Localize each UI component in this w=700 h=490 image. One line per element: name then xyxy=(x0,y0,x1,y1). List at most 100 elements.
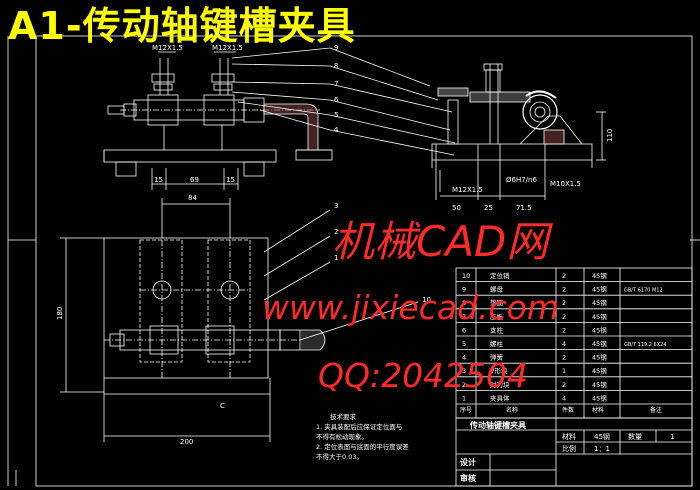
dim-side-50: 50 xyxy=(452,204,461,212)
dim-side-25: 25 xyxy=(484,204,493,212)
dim-side-m12: M12X1.5 xyxy=(452,186,483,194)
hdr-name: 名称 xyxy=(506,406,518,414)
leader-9: 9 xyxy=(334,44,338,52)
dim-180: 180 xyxy=(56,307,64,320)
parts-cell-qty: 2 xyxy=(562,286,566,294)
parts-table: 10 定位销 2 45钢 9 螺母 2 45钢 GB/T 6170 M12 8 垫圈 2 45钢 7 压板 2… xyxy=(462,271,667,402)
leader-8: 8 xyxy=(334,62,338,70)
parts-cell-qty: 2 xyxy=(562,299,566,307)
parts-cell-name: 压板 xyxy=(490,312,504,321)
label-c: C xyxy=(220,402,225,410)
parts-cell-no: 3 xyxy=(462,367,466,375)
parts-cell-no: 2 xyxy=(462,381,466,389)
hdr-no: 序号 xyxy=(460,406,472,414)
parts-cell-no: 8 xyxy=(462,299,466,307)
parts-cell-material: 45钢 xyxy=(592,299,607,307)
tb-scale-value: 1：1 xyxy=(594,445,610,453)
parts-cell-material: 45钢 xyxy=(592,367,607,375)
parts-cell-material: 45钢 xyxy=(592,326,607,334)
parts-cell-material: 45钢 xyxy=(592,286,607,294)
dim-69: 69 xyxy=(190,176,199,184)
parts-cell-name: 对刀块 xyxy=(490,380,510,389)
dim-84: 84 xyxy=(188,194,197,202)
parts-cell-qty: 4 xyxy=(562,394,566,402)
tech-note-3: 2. 定位表面与底面的平行度误差 xyxy=(316,443,409,451)
parts-cell-note: GB/T 6170 M12 xyxy=(624,288,663,294)
parts-cell-qty: 4 xyxy=(562,340,566,348)
tech-note-2: 不得有松动现象。 xyxy=(316,433,368,441)
parts-cell-name: 弹簧 xyxy=(490,353,504,362)
tech-note-1: 1. 夹具装配后应保证定位面与 xyxy=(316,423,403,431)
leader-3: 3 xyxy=(334,202,338,210)
parts-cell-qty: 1 xyxy=(562,367,566,375)
parts-cell-name: 支柱 xyxy=(490,325,504,334)
leader-6: 6 xyxy=(334,96,339,104)
tb-design-label: 设计 xyxy=(460,457,476,467)
leader-5: 5 xyxy=(334,111,338,119)
parts-cell-no: 6 xyxy=(462,326,466,334)
parts-cell-name: 夹具体 xyxy=(490,393,510,402)
drawing-border xyxy=(35,35,693,487)
parts-cell-no: 10 xyxy=(462,272,470,280)
tb-check-label: 审核 xyxy=(460,473,476,483)
parts-table-grid xyxy=(455,267,693,487)
parts-cell-name: 螺母 xyxy=(490,285,504,294)
parts-cell-material: 45钢 xyxy=(592,381,607,389)
hdr-note: 备注 xyxy=(650,406,662,414)
dim-side-71: 71.5 xyxy=(516,204,532,212)
tech-notes: 技术要求 1. 夹具装配后应保证定位面与 不得有松动现象。 2. 定位表面与底面… xyxy=(316,412,409,462)
parts-cell-qty: 2 xyxy=(562,272,566,280)
parts-cell-no: 7 xyxy=(462,313,466,321)
leader-2: 2 xyxy=(334,228,338,236)
drawing-title: A1-传动轴键槽夹具 xyxy=(8,4,356,48)
leader-7: 7 xyxy=(334,80,338,88)
parts-cell-material: 45钢 xyxy=(592,272,607,280)
dim-side-fit: Ø6H7/n6 xyxy=(506,176,537,184)
plan-view xyxy=(60,198,419,442)
tb-qty-label: 数量 xyxy=(628,432,642,441)
parts-cell-no: 9 xyxy=(462,286,466,294)
parts-cell-material: 45钢 xyxy=(592,394,607,402)
parts-cell-name: V形块 xyxy=(490,366,508,375)
parts-cell-qty: 2 xyxy=(562,313,566,321)
watermark-site-name: 机械CAD网 xyxy=(332,217,549,266)
parts-cell-no: 4 xyxy=(462,354,466,362)
parts-cell-qty: 2 xyxy=(562,326,566,334)
side-view xyxy=(431,63,606,200)
tb-material-value: 45钢 xyxy=(594,432,610,441)
hdr-qty: 件数 xyxy=(562,406,574,414)
dim-200: 200 xyxy=(180,438,193,446)
parts-cell-material: 45钢 xyxy=(592,313,607,321)
parts-cell-no: 1 xyxy=(462,394,466,402)
watermark-qq: QQ:2042504 xyxy=(318,356,529,395)
parts-cell-no: 5 xyxy=(462,340,466,348)
parts-cell-qty: 2 xyxy=(562,354,566,362)
parts-cell-name: 垫圈 xyxy=(490,298,503,307)
parts-cell-note: GB/T 119.2 6X24 xyxy=(624,342,667,348)
hdr-material: 材料 xyxy=(592,406,604,414)
dim-m12-right: M12X1.5 xyxy=(212,44,243,52)
dim-side-m10: M10X1.5 xyxy=(550,180,581,188)
tb-qty-value: 1 xyxy=(670,433,674,441)
dim-side-110: 110 xyxy=(606,129,614,142)
parts-cell-name: 螺柱 xyxy=(490,339,504,348)
tb-scale-label: 比例 xyxy=(562,444,576,453)
parts-cell-material: 45钢 xyxy=(592,340,607,348)
watermark-url: www.jixiecad.com xyxy=(262,288,559,327)
tb-material-label: 材料 xyxy=(562,432,576,441)
dim-15b: 15 xyxy=(226,176,235,184)
dim-15a: 15 xyxy=(154,176,163,184)
leader-1: 1 xyxy=(334,254,338,262)
front-view xyxy=(103,51,333,190)
parts-cell-material: 45钢 xyxy=(592,354,607,362)
leader-4: 4 xyxy=(334,126,339,134)
callout-10: 10 xyxy=(422,296,431,304)
tb-name: 传动轴键槽夹具 xyxy=(469,420,526,430)
tech-notes-heading: 技术要求 xyxy=(330,413,356,421)
leader-lines-top xyxy=(231,47,456,156)
tech-note-4: 不得大于0.03。 xyxy=(316,453,363,461)
parts-cell-qty: 2 xyxy=(562,381,566,389)
parts-cell-name: 定位销 xyxy=(490,271,510,280)
